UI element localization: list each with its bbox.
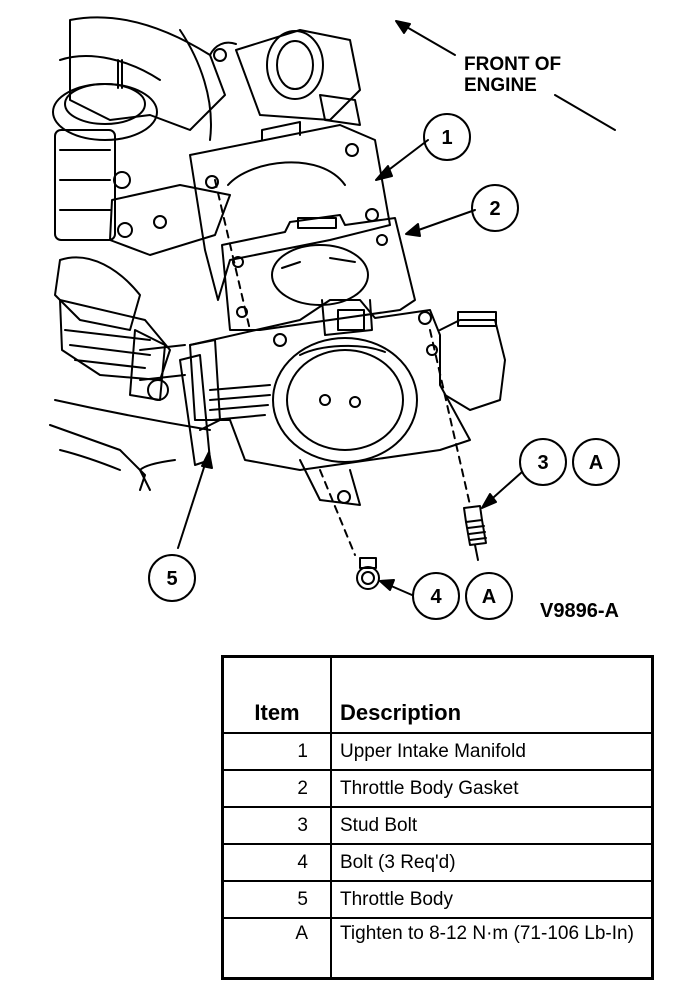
legend-description-cell: Throttle Body Gasket (330, 769, 654, 808)
callout-4-spec: A (482, 586, 496, 608)
callout-4-label: 4 (430, 586, 442, 608)
callout-leaders (177, 139, 523, 596)
callout-circles (148, 113, 620, 620)
legend-item-cell: 3 (221, 806, 332, 845)
legend-item-cell: 5 (221, 880, 332, 919)
orientation-label-line2: ENGINE (464, 75, 537, 96)
legend-description-cell: Bolt (3 Req'd) (330, 843, 654, 882)
legend-item-cell: 2 (221, 769, 332, 808)
legend-item-cell: A (221, 917, 332, 980)
legend-description-cell: Tighten to 8-12 N·m (71-106 Lb-In) (330, 917, 654, 980)
legend-header-description: Description (330, 655, 654, 734)
upper-intake-manifold (189, 121, 391, 301)
front-of-engine-arrow (395, 20, 616, 131)
callout-5-label: 5 (166, 568, 177, 590)
fasteners (214, 179, 487, 590)
engine-background-illustration (49, 16, 361, 491)
legend-header-row: Item Description (221, 655, 654, 734)
legend-row: A Tighten to 8-12 N·m (71-106 Lb-In) (221, 917, 654, 980)
legend-description-cell: Throttle Body (330, 880, 654, 919)
legend-row: 3 Stud Bolt (221, 806, 654, 845)
legend-row: 4 Bolt (3 Req'd) (221, 843, 654, 882)
legend-item-cell: 4 (221, 843, 332, 882)
figure-id: V9896-A (540, 600, 619, 622)
throttle-body (139, 299, 506, 506)
throttle-body-gasket (221, 214, 416, 331)
exploded-view-diagram: FRONT OF ENGINE 1 2 3 A 4 A 5 V9896-A (49, 16, 620, 622)
legend-description-cell: Upper Intake Manifold (330, 732, 654, 771)
callout-3-spec: A (589, 452, 603, 474)
callout-3-label: 3 (537, 452, 548, 474)
legend-item-cell: 1 (221, 732, 332, 771)
legend-row: 5 Throttle Body (221, 880, 654, 919)
orientation-label-line1: FRONT OF (464, 54, 561, 75)
callout-1-label: 1 (441, 127, 452, 149)
legend-description-cell: Stud Bolt (330, 806, 654, 845)
legend-row: 2 Throttle Body Gasket (221, 769, 654, 808)
legend-header-item: Item (221, 655, 332, 734)
parts-legend-table: Item Description 1 Upper Intake Manifold… (221, 655, 654, 980)
legend-row: 1 Upper Intake Manifold (221, 732, 654, 771)
callout-2-label: 2 (489, 198, 500, 220)
